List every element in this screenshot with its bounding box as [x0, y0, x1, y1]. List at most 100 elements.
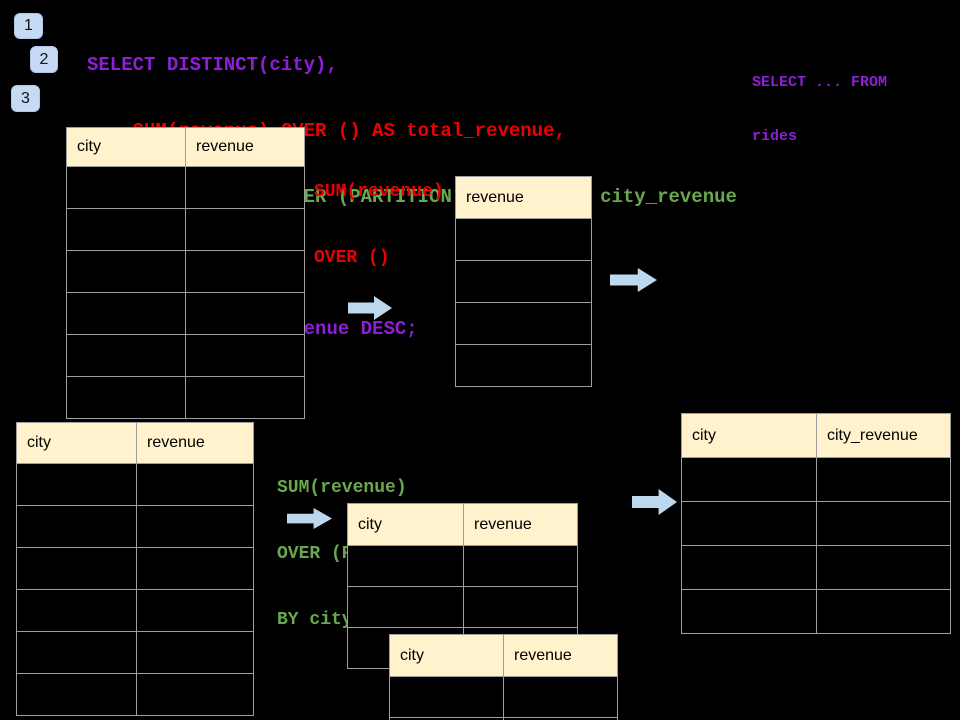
table-partition-step2: city revenue — [389, 634, 618, 720]
table-header-row: city revenue — [389, 634, 618, 677]
table-cell — [136, 463, 254, 506]
side-note-line-2: rides — [752, 128, 798, 145]
column-header-revenue: revenue — [463, 503, 578, 546]
table-row — [681, 545, 951, 590]
table-cell — [136, 589, 254, 632]
table-row — [347, 586, 578, 628]
table-row — [66, 376, 305, 419]
table-cell — [681, 457, 817, 502]
table-row — [16, 505, 254, 548]
table-cell — [16, 547, 137, 590]
arrow-right-icon — [632, 489, 677, 515]
side-note-select-from: SELECT ... FROM rides — [752, 38, 887, 182]
table-cell — [681, 501, 817, 546]
table-row — [455, 302, 592, 345]
table-cell — [816, 457, 951, 502]
table-total-revenue-result: revenue — [455, 176, 592, 387]
table-cell — [463, 545, 578, 587]
table-cell — [185, 166, 305, 209]
column-header-revenue: revenue — [503, 634, 618, 677]
column-header-revenue: revenue — [455, 176, 592, 219]
column-header-city: city — [16, 422, 137, 464]
table-header-row: revenue — [455, 176, 592, 219]
table-cell — [455, 260, 592, 303]
table-row — [16, 589, 254, 632]
table-cell — [136, 547, 254, 590]
table-cell — [16, 505, 137, 548]
table-source-bottom: city revenue — [16, 422, 254, 716]
table-cell — [136, 673, 254, 716]
table-cell — [16, 463, 137, 506]
table-cell — [347, 545, 464, 587]
column-header-revenue: revenue — [185, 127, 305, 167]
table-cell — [66, 292, 186, 335]
sql-line-select: SELECT DISTINCT(city), — [87, 54, 338, 76]
table-cell — [816, 501, 951, 546]
table-cell — [816, 589, 951, 634]
column-header-city: city — [681, 413, 817, 458]
step-badge-2: 2 — [30, 46, 58, 73]
table-cell — [16, 631, 137, 674]
table-row — [16, 631, 254, 674]
table-row — [389, 676, 618, 718]
step-badge-3: 3 — [11, 85, 40, 112]
table-cell — [455, 218, 592, 261]
table-cell — [389, 676, 504, 718]
table-cell — [16, 589, 137, 632]
table-cell — [66, 376, 186, 419]
table-row — [389, 717, 618, 720]
label-partition-line-1: SUM(revenue) — [277, 478, 407, 498]
table-cell — [16, 673, 137, 716]
table-row — [455, 260, 592, 303]
column-header-city-revenue: city_revenue — [816, 413, 951, 458]
arrow-right-icon — [287, 508, 332, 529]
table-cell — [681, 545, 817, 590]
arrow-right-icon — [610, 268, 657, 292]
table-cell — [66, 334, 186, 377]
table-row — [16, 547, 254, 590]
table-header-row: city city_revenue — [681, 413, 951, 458]
table-row — [66, 250, 305, 293]
side-note-line-1: SELECT ... FROM — [752, 74, 888, 91]
table-row — [681, 457, 951, 502]
table-cell — [66, 250, 186, 293]
table-row — [681, 589, 951, 634]
table-row — [681, 501, 951, 546]
table-row — [66, 334, 305, 377]
table-cell — [455, 302, 592, 345]
table-source-top: city revenue — [66, 127, 305, 419]
table-row — [66, 208, 305, 251]
table-partition-result: city city_revenue — [681, 413, 951, 634]
label-sum-over-total: SUM(revenue) OVER () — [314, 137, 444, 313]
label-total-line-1: SUM(revenue) — [314, 182, 444, 202]
table-cell — [136, 631, 254, 674]
table-cell — [185, 208, 305, 251]
table-cell — [816, 545, 951, 590]
table-cell — [463, 586, 578, 628]
arrow-right-icon — [348, 296, 392, 320]
column-header-revenue: revenue — [136, 422, 254, 464]
table-cell — [185, 376, 305, 419]
column-header-city: city — [66, 127, 186, 167]
column-header-city: city — [389, 634, 504, 677]
table-cell — [136, 505, 254, 548]
label-total-line-2: OVER () — [314, 248, 390, 268]
table-cell — [681, 589, 817, 634]
step-badge-1: 1 — [14, 13, 43, 39]
table-header-row: city revenue — [16, 422, 254, 464]
table-header-row: city revenue — [347, 503, 578, 546]
table-row — [455, 218, 592, 261]
table-cell — [185, 250, 305, 293]
table-cell — [347, 586, 464, 628]
table-cell — [66, 208, 186, 251]
table-cell — [66, 166, 186, 209]
table-cell — [503, 676, 618, 718]
table-cell — [455, 344, 592, 387]
table-row — [66, 292, 305, 335]
table-row — [347, 545, 578, 587]
table-row — [16, 463, 254, 506]
table-row — [16, 673, 254, 716]
table-row — [455, 344, 592, 387]
table-row — [66, 166, 305, 209]
